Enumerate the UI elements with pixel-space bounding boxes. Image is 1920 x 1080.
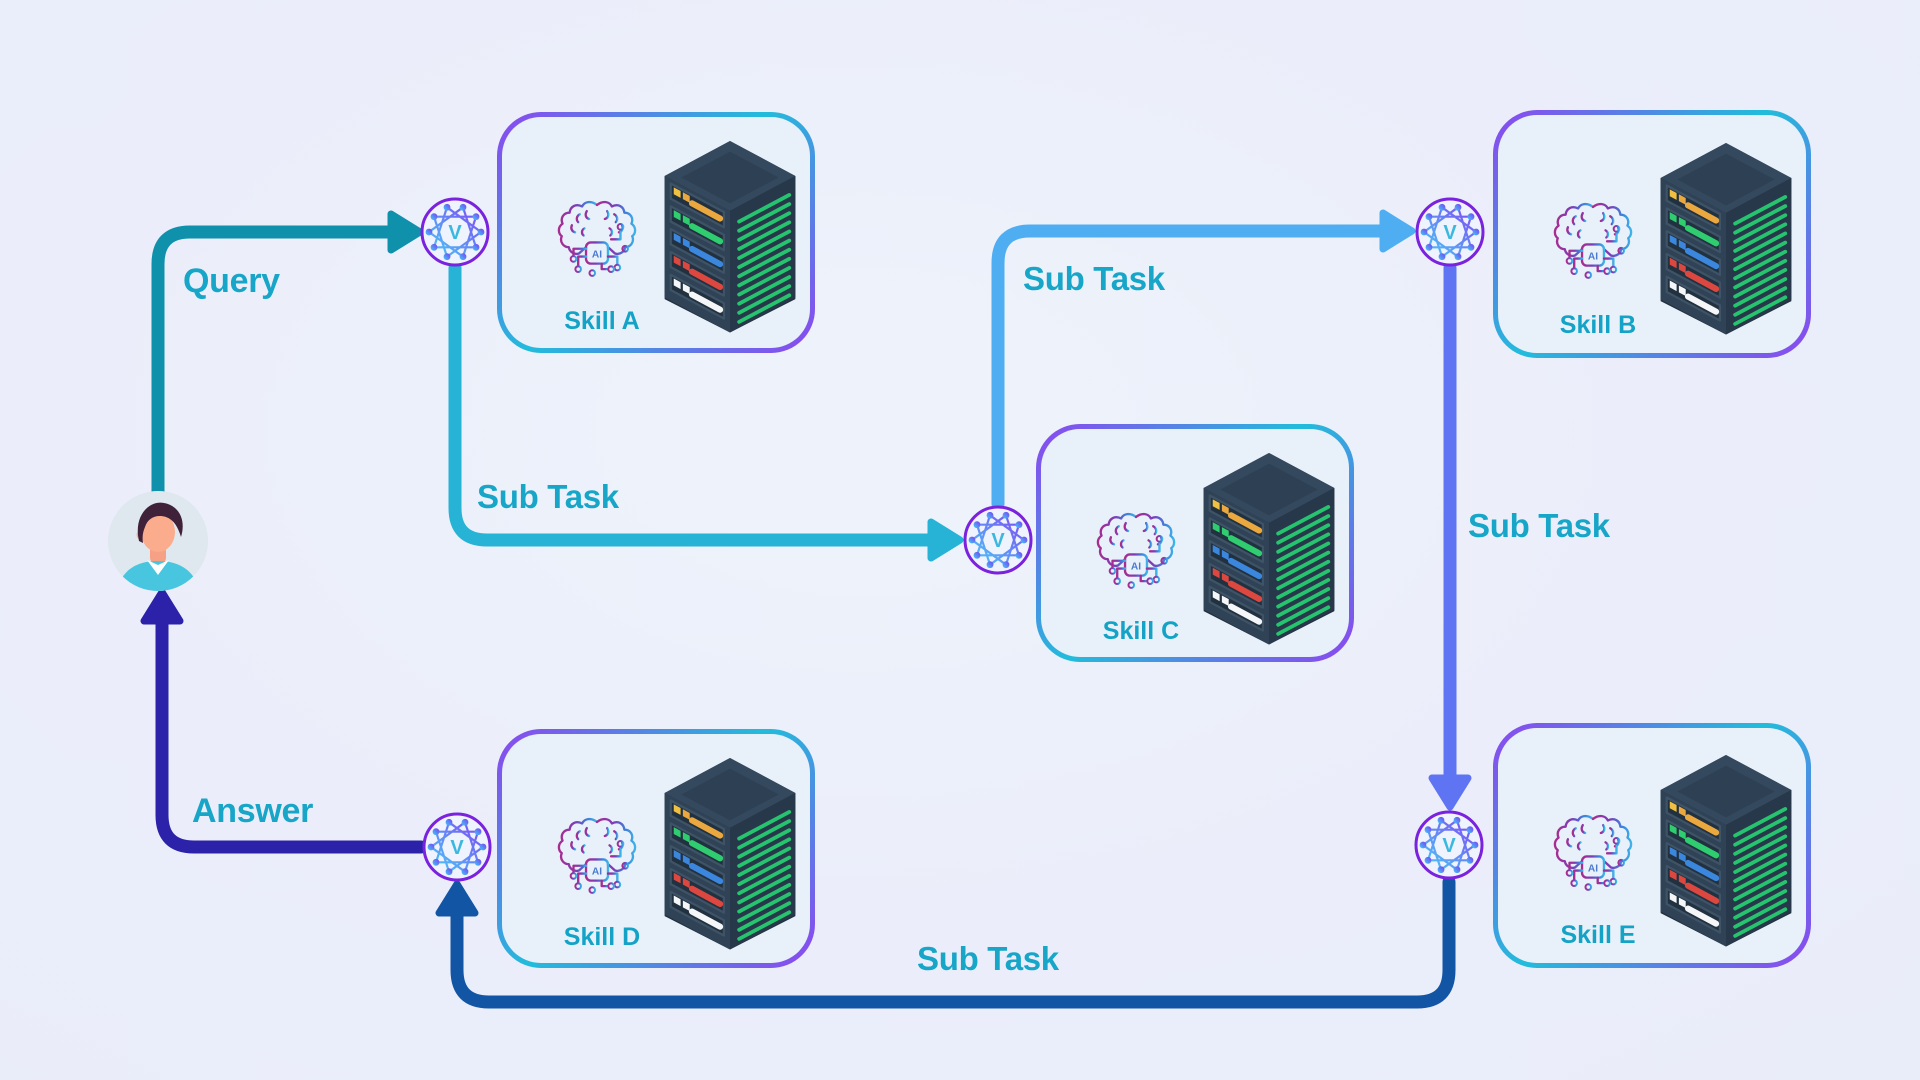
query-arrowhead: [387, 210, 424, 254]
subtask-b-e-arrowhead: [1428, 774, 1472, 811]
skill-c-label: Skill C: [1102, 617, 1180, 645]
network-node-icon: [1414, 196, 1486, 268]
subtask-c-b-arrow-line: [991, 224, 1391, 511]
ai-brain-icon: [550, 810, 644, 898]
subtask-e-d-arrowhead: [435, 880, 479, 917]
ai-brain-icon: [550, 193, 644, 281]
subtask-e-d-label: Sub Task: [917, 940, 1059, 977]
query-arrow-line: [151, 225, 399, 507]
router-node-d: [421, 811, 493, 883]
answer-arrowhead: [140, 588, 184, 625]
user-avatar: [108, 491, 208, 591]
router-node-c: [962, 504, 1034, 576]
subtask-c-b-arrowhead: [1379, 209, 1416, 253]
subtask-a-c-arrowhead: [927, 518, 964, 562]
router-node-e: [1413, 809, 1485, 881]
skill-card-b: Skill B: [1493, 110, 1811, 358]
skill-b-label: Skill B: [1559, 311, 1637, 339]
answer-arrow-line: [155, 612, 428, 854]
answer-label: Answer: [192, 792, 314, 830]
subtask-c-b-label: Sub Task: [1023, 260, 1165, 297]
skill-card-e: Skill E: [1493, 723, 1811, 968]
ai-brain-icon: [1089, 505, 1183, 593]
skill-card-c: Skill C: [1036, 424, 1354, 662]
skill-card-d: Skill D: [497, 729, 815, 968]
skill-a-label: Skill A: [564, 307, 640, 335]
network-node-icon: [1413, 809, 1485, 881]
person-icon: [108, 491, 208, 591]
ai-brain-icon: [1546, 807, 1640, 895]
network-node-icon: [419, 196, 491, 268]
skill-e-label: Skill E: [1560, 921, 1636, 949]
router-node-a: [419, 196, 491, 268]
query-label: Query: [183, 262, 280, 300]
subtask-a-c-label: Sub Task: [477, 478, 619, 515]
network-node-icon: [421, 811, 493, 883]
router-node-b: [1414, 196, 1486, 268]
ai-brain-icon: [1546, 195, 1640, 283]
network-node-icon: [962, 504, 1034, 576]
skill-d-label: Skill D: [563, 923, 641, 951]
subtask-a-c-arrow-line: [448, 261, 939, 547]
subtask-b-e-label: Sub Task: [1468, 507, 1610, 544]
skill-card-a: Skill A: [497, 112, 815, 353]
subtask-e-d-arrow-line: [450, 875, 1456, 1009]
